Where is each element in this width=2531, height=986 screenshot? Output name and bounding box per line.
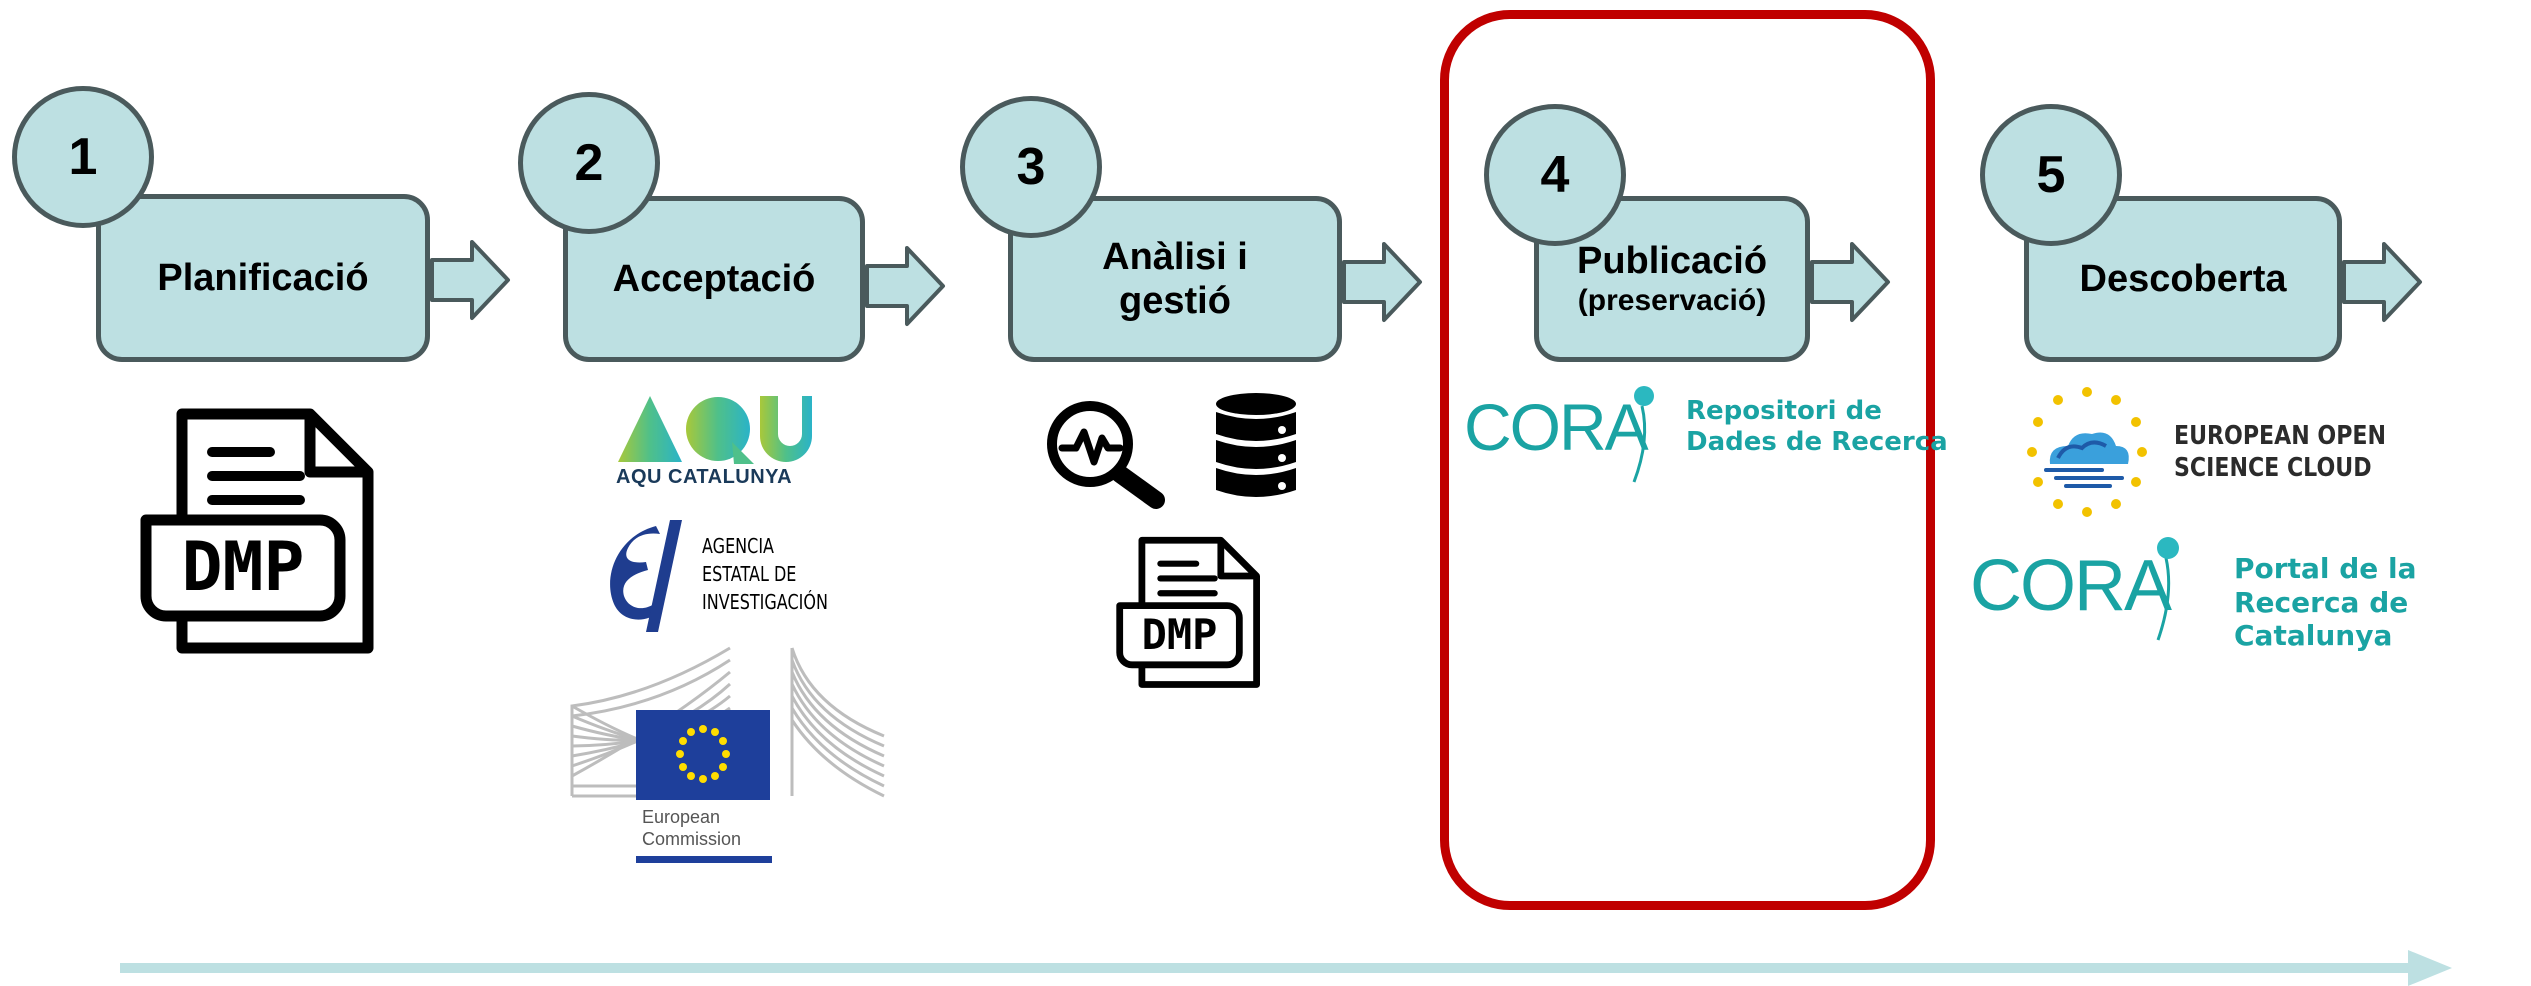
- step-1-box: Planificació: [96, 194, 430, 362]
- step-5-label: Descoberta: [2079, 258, 2287, 300]
- ec-underline: [636, 856, 772, 863]
- dmp-document-icon: DMP: [140, 408, 374, 654]
- step-2-number: 2: [518, 92, 660, 234]
- cora-repositori-line1: Repositori de: [1686, 396, 1882, 426]
- step-4-sublabel: (preservació): [1577, 284, 1767, 317]
- european-commission-building-icon: [570, 646, 885, 800]
- cora-portal-line2: Recerca de Catalunya: [2234, 585, 2409, 653]
- aqu-logo-label: AQU CATALUNYA: [616, 466, 793, 488]
- cora-portal-wordmark: CORA: [1970, 546, 2172, 626]
- step-3-arrow-icon: [1342, 242, 1422, 322]
- step-1-label: Planificació: [157, 257, 369, 299]
- cora-repositori-wordmark: CORA: [1464, 390, 1649, 464]
- analysis-magnifier-icon: [1047, 401, 1165, 509]
- step-2-arrow-icon: [865, 246, 945, 326]
- aqu-logo-icon: [618, 396, 812, 464]
- step-4-box: Publicació (preservació): [1534, 196, 1810, 362]
- step-1-arrow-icon: [430, 240, 510, 320]
- aei-line2: ESTATAL DE: [702, 562, 797, 586]
- ec-line2: Commission: [642, 829, 742, 849]
- aei-logo-icon: [610, 520, 682, 632]
- step-4-number: 4: [1484, 104, 1626, 246]
- eosc-line1: EUROPEAN OPEN: [2174, 421, 2387, 451]
- dmp-label: DMP: [182, 528, 305, 607]
- step-4-label: Publicació: [1576, 240, 1768, 282]
- ec-line1: European: [642, 807, 721, 827]
- step-2-label: Acceptació: [612, 258, 816, 300]
- cora-portal-line1: Portal de la: [2234, 552, 2417, 585]
- ec-logo-text: European Commission: [642, 806, 741, 850]
- database-icon: [1216, 393, 1296, 497]
- dmp-document-icon: DMP: [1116, 536, 1260, 688]
- eosc-line2: SCIENCE CLOUD: [2174, 453, 2372, 483]
- step-5-arrow-icon: [2342, 242, 2422, 322]
- step-5-number: 5: [1980, 104, 2122, 246]
- cora-bud-icon: [2156, 537, 2179, 641]
- timeline-arrow-icon: [120, 950, 2452, 986]
- cora-repositori-text: Repositori de Dades de Recerca: [1686, 396, 1948, 458]
- step-3-label: Anàlisi i gestió: [1102, 236, 1248, 322]
- step-3-box: Anàlisi i gestió: [1008, 196, 1342, 362]
- step-4-arrow-icon: [1810, 242, 1890, 322]
- aei-line1: AGENCIA: [702, 534, 774, 558]
- step-1-number: 1: [12, 86, 154, 228]
- cora-repositori-line2: Dades de Recerca: [1686, 427, 1948, 458]
- step-3-number: 3: [960, 96, 1102, 238]
- eosc-logo-text: EUROPEAN OPEN SCIENCE CLOUD: [2174, 420, 2386, 484]
- step-4-highlight-frame: [1440, 10, 1935, 910]
- dmp-label: DMP: [1142, 610, 1218, 659]
- aei-line3: INVESTIGACIÓN: [702, 590, 828, 614]
- step-2-box: Acceptació: [563, 196, 865, 362]
- cora-bud-icon: [1632, 386, 1654, 483]
- eosc-logo-icon: [2027, 387, 2147, 517]
- aei-logo-text: AGENCIA ESTATAL DE INVESTIGACIÓN: [702, 532, 828, 616]
- cora-portal-text: Portal de la Recerca de Catalunya: [2234, 552, 2531, 653]
